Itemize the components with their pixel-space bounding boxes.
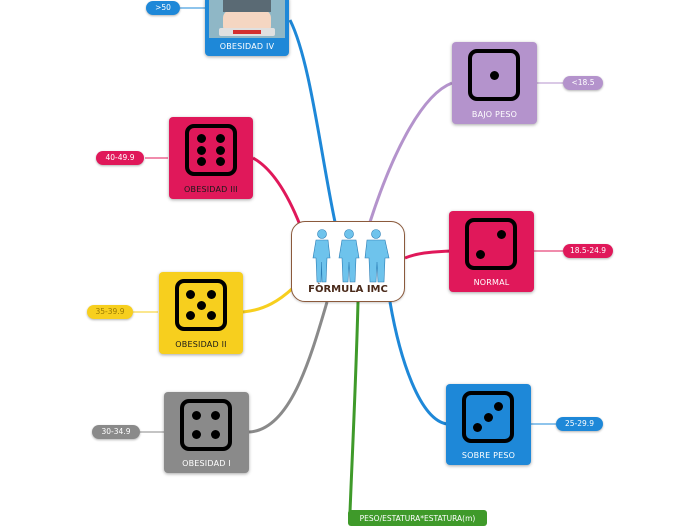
node-label: OBESIDAD II: [175, 340, 227, 349]
center-node[interactable]: FÒRMULA IMC: [291, 221, 405, 302]
node-obesidad-ii[interactable]: OBESIDAD II: [159, 272, 243, 354]
dice-five-icon: [175, 279, 227, 331]
node-obesidad-iv[interactable]: OBESIDAD IV: [205, 0, 289, 56]
formula-label: PESO/ESTATURA*ESTATURA(m): [359, 514, 476, 523]
center-title: FÒRMULA IMC: [308, 284, 388, 295]
body-silhouettes-icon: [312, 229, 390, 283]
node-label: SOBRE PESO: [461, 451, 516, 460]
range-pill-obesidad-iv: >50: [146, 1, 180, 15]
range-pill-obesidad-ii: 35-39.9: [87, 305, 133, 319]
node-label: OBESIDAD III: [184, 185, 238, 194]
range-pill-obesidad-iii: 40-49.9: [96, 151, 144, 165]
range-pill-normal: 18.5-24.9: [563, 244, 613, 258]
dice-six-icon: [185, 124, 237, 176]
dice-four-icon: [180, 399, 232, 451]
person-on-scale-icon: [209, 0, 285, 38]
range-pill-sobre-peso: 25-29.9: [556, 417, 603, 431]
node-label: NORMAL: [473, 278, 510, 287]
node-label: BAJO PESO: [471, 110, 518, 119]
node-formula[interactable]: PESO/ESTATURA*ESTATURA(m): [348, 510, 487, 526]
node-sobre-peso[interactable]: SOBRE PESO: [446, 384, 531, 465]
node-label: OBESIDAD I: [182, 459, 231, 468]
node-normal[interactable]: NORMAL: [449, 211, 534, 292]
range-pill-bajo-peso: <18.5: [563, 76, 603, 90]
dice-one-icon: [468, 49, 520, 101]
dice-three-icon: [462, 391, 514, 443]
dice-two-icon: [465, 218, 517, 270]
node-obesidad-i[interactable]: OBESIDAD I: [164, 392, 249, 473]
node-bajo-peso[interactable]: BAJO PESO: [452, 42, 537, 124]
node-obesidad-iii[interactable]: OBESIDAD III: [169, 117, 253, 199]
range-pill-obesidad-i: 30-34.9: [92, 425, 140, 439]
node-label: OBESIDAD IV: [219, 42, 275, 51]
